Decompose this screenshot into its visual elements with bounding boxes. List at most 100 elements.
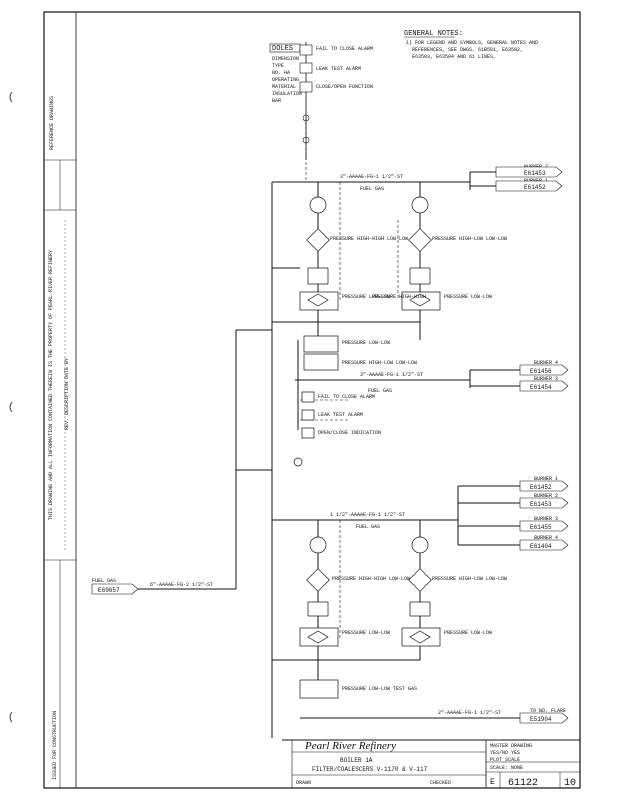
offpage-flare: TO BD. FLARE E51904 [519,708,569,724]
title-yesno: YES/NO YES [490,750,520,756]
margin-note-property: THIS DRAWING AND ALL INFORMATION CONTAIN… [48,250,54,520]
legend-row: BAR [272,98,281,104]
title-block: Pearl River Refinery BOILER 1A FILTER/CO… [282,739,580,789]
svg-text:E61404: E61404 [530,543,552,550]
mid-header-label: FUEL GAS [368,388,392,394]
margin-note-issued: ISSUED FOR CONSTRUCTION [52,711,58,780]
upper-instrument-labels: PRESSURE HIGH-HIGH LOW-LOW PRESSURE HIGH… [330,236,507,300]
title-company: Pearl River Refinery [304,740,396,752]
open-close-label: OPEN/CLOSE INDICATION [318,430,381,436]
instrument-lines [300,112,399,640]
svg-text:BURNER 4: BURNER 4 [534,535,558,541]
binding-holes [9,91,13,723]
svg-text:BURNER 1: BURNER 1 [534,476,558,482]
legend-row: OPERATING [272,77,299,83]
svg-text:E61453: E61453 [530,501,552,508]
margin-notes: REFERENCE DRAWINGS THIS DRAWING AND ALL … [48,96,70,780]
general-notes-title: GENERAL NOTES: [404,30,463,38]
title-sheet: 10 [564,778,576,789]
offpage-fuel-gas: FUEL GAS E69657 [91,578,139,595]
legend-row: DIMENSION [272,56,299,62]
svg-text:BURNER 2: BURNER 2 [534,493,558,499]
svg-text:E51904: E51904 [530,716,552,723]
line-labels: 3"-AAAAE-FG-1 1/2"-ST FUEL GAS 3"-AAAAE-… [150,174,501,716]
pressure-label: PRESSURE HIGH-HIGH [372,294,426,300]
svg-text:E69657: E69657 [98,587,120,594]
pressure-label: PRESSURE LOW-LOW [342,294,390,300]
legend-row: INSULATION [272,91,302,97]
svg-text:E61453: E61453 [524,170,546,177]
svg-text:FUEL GAS: FUEL GAS [92,578,116,584]
general-notes-line1: 1) FOR LEGEND AND SYMBOLS, GENERAL NOTES… [406,40,538,46]
svg-text:BURNER 4: BURNER 4 [534,360,558,366]
margin-note-reference: REFERENCE DRAWINGS [49,96,55,150]
test-gas-label: PRESSURE LOW-LOW TEST GAS [342,686,417,692]
leak-test-label: LEAK TEST ALARM [318,412,363,418]
mid-header-line-label: 3"-AAAAE-FG-1 1/2"-ST [360,372,423,378]
pressure-label: PRESSURE HIGH-LOW LOW-LOW [342,360,417,366]
upper-header-line-label: 3"-AAAAE-FG-1 1/2"-ST [340,174,403,180]
flare-line-label: 2"-AAAAE-FG-1 1/2"-ST [438,710,501,716]
general-notes-line3: E63503, E63504 AND 61 LINES. [412,54,496,60]
legend-row: MATERIAL [272,84,296,90]
pressure-label: PRESSURE HIGH-HIGH LOW-LOW [332,576,410,582]
title-drawn: DRAWN [296,780,311,786]
mid-instruments [293,335,339,467]
pressure-label: PRESSURE LOW-LOW [444,294,492,300]
pressure-label: PRESSURE LOW-LOW [342,340,390,346]
sheet-border [43,11,581,789]
svg-text:E61455: E61455 [530,524,552,531]
lower-header-label: FUEL GAS [356,524,380,530]
svg-text:BURNER 3: BURNER 3 [534,376,558,382]
pressure-label: PRESSURE HIGH-HIGH LOW-LOW [330,236,408,242]
legend-tag: DOLES [272,45,293,53]
upper-instruments [299,196,441,311]
title-line2: FILTER/COALESCERS V-1170 & V-117 [312,766,428,773]
fail-close-label: FAIL TO CLOSE ALARM [318,394,375,400]
general-notes-line2: REFERENCES, SEE DWGS. 61B501, E63502, [412,47,523,53]
lower-instruments [299,536,441,699]
pressure-label: PRESSURE LOW-LOW [342,630,390,636]
pressure-label: PRESSURE LOW-LOW [444,630,492,636]
fuel-gas-line-label: 6"-AAAAE-FG-2 1/2"-ST [150,582,213,588]
title-line1: BOILER 1A [340,757,373,764]
svg-text:E61456: E61456 [530,368,552,375]
mid-instrument-labels: PRESSURE LOW-LOW PRESSURE HIGH-LOW LOW-L… [318,340,417,436]
title-dwg-no: 61122 [508,778,538,789]
upper-header-label: FUEL GAS [360,186,384,192]
offpage-burner: BURNER 4 E61456 [519,360,569,376]
svg-text:E61454: E61454 [530,384,552,391]
title-plot-scale: PLOT SCALE [490,757,520,763]
offpage-burner: BURNER 3 E61454 [519,376,569,392]
title-master: MASTER DRAWING [490,743,532,749]
offpage-burner: BURNER 2 E61453 [519,493,569,509]
offpage-connectors: BURNER 2 E61453 BURNER 1 E61452 BURNER 4… [91,164,569,724]
offpage-burner: BURNER 4 E61404 [519,535,569,551]
svg-text:TO BD. FLARE: TO BD. FLARE [530,708,566,714]
legend-leak-test: LEAK TEST ALARM [316,66,361,72]
process-lines [92,171,520,738]
legend-row: NO. HA [272,70,290,76]
legend-fail-close: FAIL TO CLOSE ALARM [316,46,373,52]
svg-text:BURNER 3: BURNER 3 [534,516,558,522]
svg-text:E61452: E61452 [524,184,546,191]
offpage-burner: BURNER 3 E61455 [519,516,569,532]
legend-row: TYPE [272,63,284,69]
title-prefix: E [490,778,495,787]
margin-note-rev: REV. DESCRIPTION DATE BY [64,358,70,430]
offpage-burner: BURNER 1 E61452 [519,476,569,492]
pressure-label: PRESSURE HIGH-LOW LOW-LOW [432,236,507,242]
offpage-burner: BURNER 2 E61453 [495,164,563,178]
legend-close-open: CLOSE/OPEN FUNCTION [316,84,373,90]
title-checked: CHECKED [430,780,451,786]
lower-header-line-label: 1 1/2"-AAAAE-FG-1 1/2"-ST [330,512,405,518]
general-notes: GENERAL NOTES: 1) FOR LEGEND AND SYMBOLS… [404,30,538,60]
offpage-burner: BURNER 1 E61452 [495,178,563,192]
lower-instrument-labels: PRESSURE HIGH-HIGH LOW-LOW PRESSURE HIGH… [332,576,507,692]
title-scale: SCALE: NONE [490,765,523,771]
svg-text:E61452: E61452 [530,484,552,491]
legend-block: DOLES DIMENSION TYPE NO. HA OPERATING MA… [269,42,373,160]
pressure-label: PRESSURE HIGH-LOW LOW-LOW [432,576,507,582]
